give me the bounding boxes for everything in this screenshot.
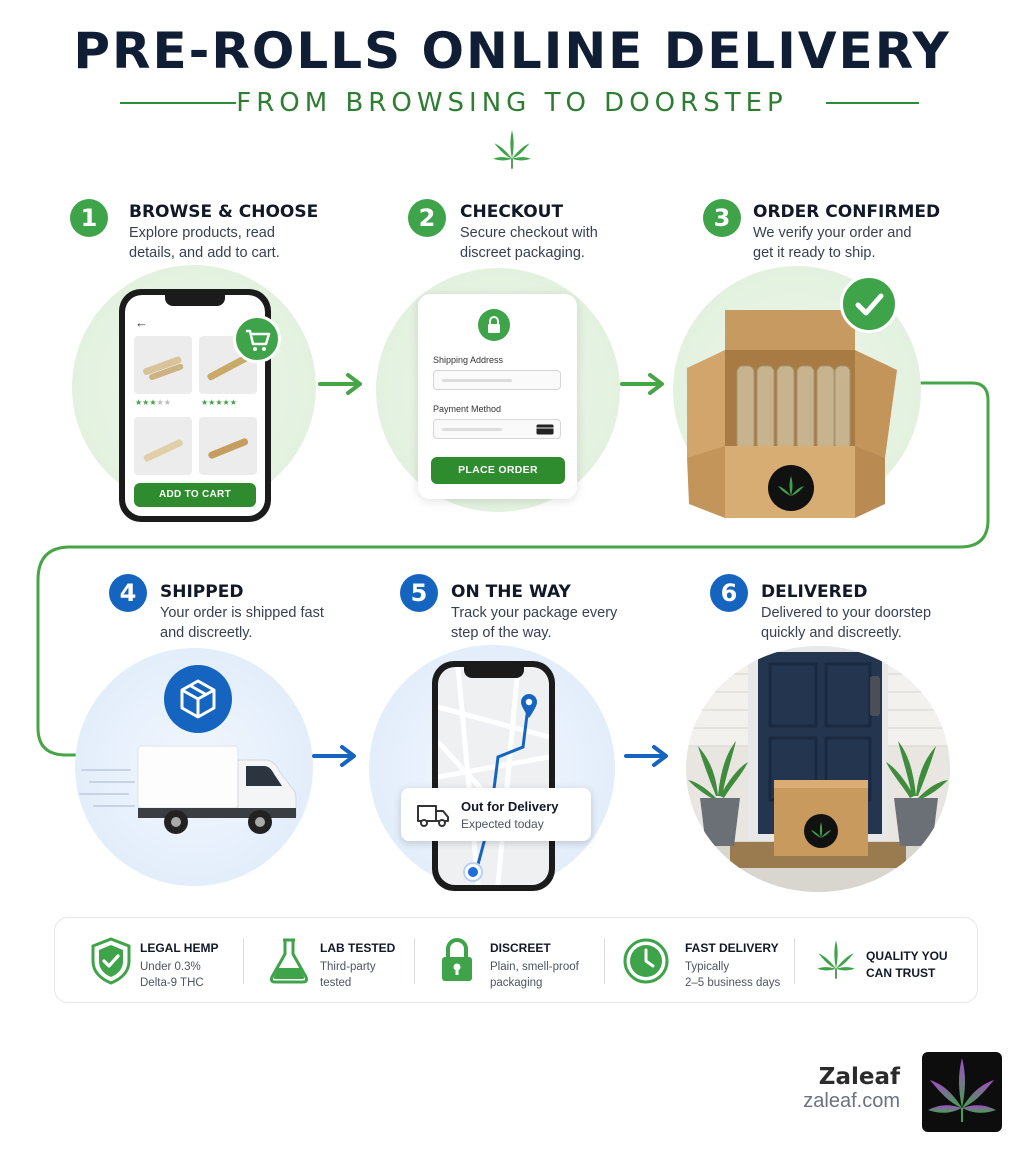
subtitle-divider-right <box>826 102 919 104</box>
clock-icon <box>623 938 669 984</box>
map-pin-icon <box>521 694 537 718</box>
package-icon <box>180 679 216 719</box>
feature-quality: QUALITY YOU CAN TRUST <box>794 918 978 1004</box>
package-badge <box>164 665 232 733</box>
product-tile[interactable] <box>199 336 257 394</box>
lock-badge <box>478 309 510 341</box>
lock-icon <box>442 938 472 981</box>
feature-line: packaging <box>490 977 543 989</box>
delivery-truck <box>79 745 297 834</box>
flask-icon <box>269 938 309 984</box>
page-title: PRE-ROLLS ONLINE DELIVERY <box>73 22 951 80</box>
step-5-title: ON THE WAY <box>451 582 571 602</box>
checkmark-icon <box>855 293 884 316</box>
feature-lab-tested: LAB TESTED Third-party tested <box>243 918 414 1004</box>
checkout-form-card: Shipping Address Payment Method PLACE OR… <box>418 294 577 499</box>
product-tile[interactable] <box>134 336 192 394</box>
brand-name: Zaleaf <box>818 1064 900 1090</box>
step-6-title: DELIVERED <box>761 582 868 602</box>
cannabis-leaf-icon <box>493 130 531 169</box>
brand-url[interactable]: zaleaf.com <box>803 1090 900 1112</box>
feature-title: QUALITY YOU <box>866 949 948 963</box>
feature-title: CAN TRUST <box>866 966 936 980</box>
feature-line: 2–5 business days <box>685 977 781 989</box>
feature-line: Plain, smell-proof <box>490 961 579 973</box>
step-2-number: 2 <box>408 199 446 237</box>
step-6-number: 6 <box>710 574 748 612</box>
shopping-cart-icon <box>246 329 271 351</box>
feature-title: FAST DELIVERY <box>685 941 779 955</box>
arrow-right-icon <box>624 745 668 767</box>
shield-check-icon <box>91 937 131 985</box>
doorstep-scene <box>686 646 950 892</box>
feature-title: LEGAL HEMP <box>140 941 219 955</box>
phone-notch <box>463 667 524 678</box>
phone-notch <box>165 295 225 306</box>
subtitle-divider-left <box>120 102 236 104</box>
delivery-status-text: Out for Delivery <box>461 799 559 814</box>
feature-divider <box>604 938 605 984</box>
product-tile[interactable] <box>199 417 257 475</box>
features-bar: LEGAL HEMP Under 0.3% Delta-9 THC LAB TE… <box>54 917 978 1003</box>
arrow-right-icon <box>318 373 362 395</box>
feature-discreet: DISCREET Plain, smell-proof packaging <box>414 918 604 1004</box>
feature-fast-delivery: FAST DELIVERY Typically 2–5 business day… <box>604 918 794 1004</box>
step-5-description: Track your package every step of the way… <box>451 605 618 641</box>
step-2-description: Secure checkout with discreet packaging. <box>460 225 598 261</box>
arrow-right-icon <box>312 745 356 767</box>
step-4-title: SHIPPED <box>160 582 244 602</box>
shipping-address-input[interactable] <box>433 370 561 390</box>
step-3-number: 3 <box>703 199 741 237</box>
feature-title: LAB TESTED <box>320 941 396 955</box>
step-2-title: CHECKOUT <box>460 202 564 222</box>
step-6-illustration <box>686 646 950 892</box>
add-to-cart-button[interactable]: ADD TO CART <box>134 483 256 507</box>
back-arrow-icon[interactable]: ← <box>135 315 148 330</box>
step-4-description: Your order is shipped fast and discreetl… <box>160 605 324 641</box>
feature-divider <box>794 938 795 984</box>
product-rating: ★★★★★ <box>201 398 237 407</box>
feature-line: Third-party <box>320 961 376 973</box>
payment-method-label: Payment Method <box>433 404 502 414</box>
step-4-number: 4 <box>109 574 147 612</box>
step-1-title: BROWSE & CHOOSE <box>129 202 319 222</box>
credit-card-icon <box>536 424 554 435</box>
feature-title: DISCREET <box>490 941 551 955</box>
place-order-button[interactable]: PLACE ORDER <box>431 457 565 484</box>
lock-icon <box>488 316 500 333</box>
feature-line: Typically <box>685 961 730 973</box>
payment-method-input[interactable] <box>433 419 561 439</box>
subtitle-row: FROM BROWSING TO DOORSTEP <box>0 88 1024 118</box>
feature-divider <box>414 938 415 984</box>
delivery-status-card[interactable]: Out for Delivery Expected today <box>401 788 591 841</box>
product-tile[interactable] <box>134 417 192 475</box>
feature-line: Delta-9 THC <box>140 977 204 989</box>
page-subtitle: FROM BROWSING TO DOORSTEP <box>236 88 788 118</box>
step-3-title: ORDER CONFIRMED <box>753 202 941 222</box>
cart-badge <box>233 315 281 363</box>
step-5-number: 5 <box>400 574 438 612</box>
cannabis-leaf-icon <box>817 940 855 979</box>
tracking-map-screen <box>438 667 549 885</box>
pre-roll-box <box>687 310 897 518</box>
shipping-address-label: Shipping Address <box>433 355 504 365</box>
brand-logo <box>922 1052 1002 1132</box>
feature-legal-hemp: LEGAL HEMP Under 0.3% Delta-9 THC <box>55 918 243 1004</box>
product-rating: ★★★★★ <box>135 398 171 407</box>
feature-line: tested <box>320 977 352 989</box>
tracking-phone <box>432 661 555 891</box>
current-location-dot <box>465 864 481 880</box>
step-1-description: Explore products, read details, and add … <box>129 225 280 261</box>
step-6-description: Delivered to your doorstep quickly and d… <box>761 605 932 641</box>
brand-leaf-logo-icon <box>928 1058 996 1122</box>
step-1-number: 1 <box>70 199 108 237</box>
arrow-right-icon <box>620 373 664 395</box>
order-confirmed-badge <box>840 275 898 333</box>
truck-icon <box>417 805 449 827</box>
feature-line: Under 0.3% <box>140 961 201 973</box>
step-3-description: We verify your order and get it ready to… <box>753 225 912 261</box>
delivery-eta-text: Expected today <box>461 817 544 831</box>
feature-divider <box>243 938 244 984</box>
